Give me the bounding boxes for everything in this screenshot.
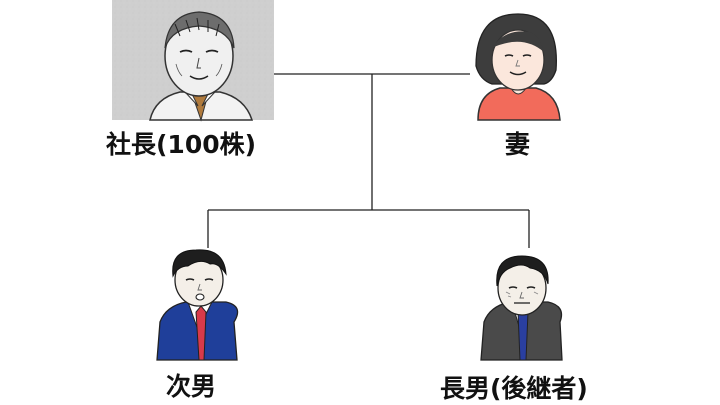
connector-lines xyxy=(207,73,530,248)
president-label: 社長(100株) xyxy=(106,130,257,159)
second-son-portrait-icon xyxy=(156,249,239,361)
eldest-son-portrait-icon xyxy=(480,255,563,361)
eldest-son-label: 長男(後継者) xyxy=(440,374,588,403)
president-portrait-icon xyxy=(112,0,274,122)
second-son-label: 次男 xyxy=(166,372,217,401)
wife-portrait-icon xyxy=(475,13,561,121)
wife-label: 妻 xyxy=(505,130,531,159)
